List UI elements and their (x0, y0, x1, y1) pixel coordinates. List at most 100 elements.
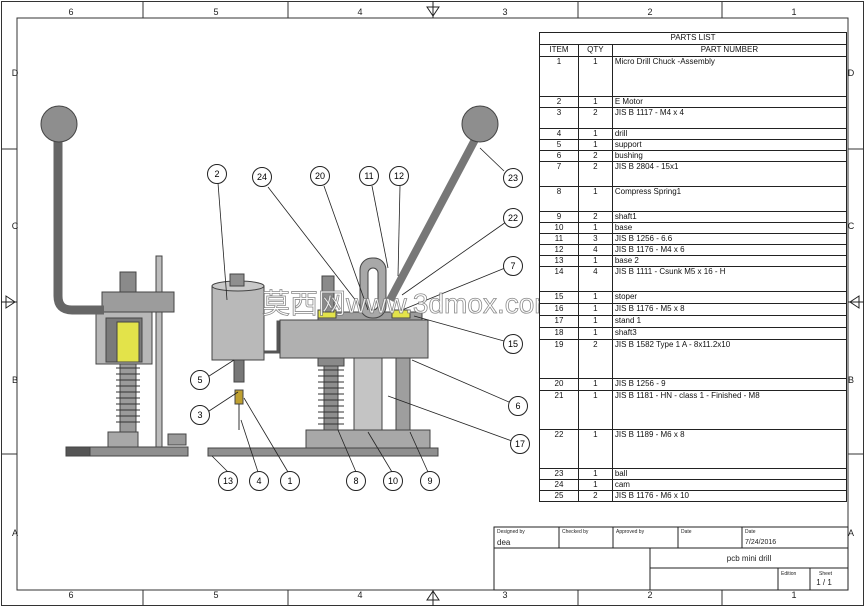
parts-list-item-cell: 22 (539, 429, 579, 469)
parts-list-item-cell: 3 (539, 107, 579, 129)
zone-bottom-1: 1 (791, 590, 796, 600)
balloon-2-label: 2 (214, 169, 219, 179)
balloon-7: 7 (503, 256, 523, 276)
sheet-value: 1 / 1 (816, 578, 832, 587)
balloon-13: 13 (218, 471, 238, 491)
edition-label: Edition (781, 571, 797, 577)
parts-list-qty-cell: 3 (577, 233, 613, 245)
parts-list-part-cell: JIS B 1176 - M6 x 10 (611, 490, 848, 502)
balloons: 2 24 20 11 12 23 22 7 15 6 17 5 3 13 4 1… (190, 164, 530, 491)
parts-list-item-cell: 19 (539, 339, 579, 379)
parts-list-qty-cell: 2 (577, 211, 613, 223)
parts-list-qty-cell: 2 (577, 339, 613, 379)
balloon-15: 15 (503, 334, 523, 354)
parts-list-item-cell: 11 (539, 233, 579, 245)
parts-list-qty-cell: 1 (577, 96, 613, 108)
parts-list-qty-cell: 2 (577, 150, 613, 162)
zone-top-1: 1 (791, 7, 796, 17)
side-view (40, 105, 189, 457)
parts-list-part-cell: stand 1 (611, 315, 848, 328)
zone-right-B: B (848, 375, 854, 385)
zone-top-5: 5 (213, 7, 218, 17)
balloon-11: 11 (359, 166, 379, 186)
balloon-15-label: 15 (508, 339, 518, 349)
parts-list-qty-cell: 2 (577, 490, 613, 502)
zone-left-D: D (12, 68, 19, 78)
balloon-8-label: 8 (353, 476, 358, 486)
header-part-number: PART NUMBER (611, 44, 848, 57)
title-block-frame (493, 526, 849, 591)
parts-list-qty-cell: 1 (577, 186, 613, 212)
balloon-4: 4 (249, 471, 269, 491)
parts-list-part-cell: cam (611, 479, 848, 491)
parts-list-title: PARTS LIST (539, 32, 847, 45)
balloon-23-label: 23 (508, 173, 518, 183)
parts-list-item-cell: 13 (539, 255, 579, 267)
parts-list-qty-cell: 1 (577, 303, 613, 316)
parts-list-item-cell: 25 (539, 490, 579, 502)
balloon-12: 12 (389, 166, 409, 186)
approved-by-label: Approved by (616, 529, 645, 535)
balloon-22: 22 (503, 208, 523, 228)
balloon-23: 23 (503, 168, 523, 188)
parts-list-part-cell: JIS B 1582 Type 1 A - 8x11.2x10 (611, 339, 848, 379)
balloon-9: 9 (420, 471, 440, 491)
balloon-6-label: 6 (515, 401, 520, 411)
balloon-24: 24 (252, 167, 272, 187)
checked-by-label: Checked by (562, 529, 589, 535)
parts-list-part-cell: E Motor (611, 96, 848, 108)
parts-list-part-cell: JIS B 1256 - 6.6 (611, 233, 848, 245)
balloon-8: 8 (346, 471, 366, 491)
parts-list-qty-cell: 1 (577, 56, 613, 97)
parts-list-part-cell: Micro Drill Chuck -Assembly (611, 56, 848, 97)
balloon-10-label: 10 (388, 476, 398, 486)
balloon-5-label: 5 (197, 375, 202, 385)
leader-lines (205, 147, 513, 473)
parts-list-part-cell: JIS B 1111 - Csunk M5 x 16 - H (611, 266, 848, 292)
parts-list-qty-cell: 1 (577, 139, 613, 151)
parts-list-item-cell: 20 (539, 378, 579, 391)
parts-list-part-cell: JIS B 1256 - 9 (611, 378, 848, 391)
balloon-13-label: 13 (223, 476, 233, 486)
parts-list-item-cell: 2 (539, 96, 579, 108)
zone-bottom-3: 3 (502, 590, 507, 600)
zone-bottom-6: 6 (68, 590, 73, 600)
parts-list-item-cell: 5 (539, 139, 579, 151)
zone-bottom-5: 5 (213, 590, 218, 600)
balloon-9-label: 9 (427, 476, 432, 486)
balloon-3: 3 (190, 405, 210, 425)
front-view (207, 105, 499, 457)
parts-list-item-cell: 24 (539, 479, 579, 491)
parts-list-qty-cell: 1 (577, 315, 613, 328)
parts-list-title-row: PARTS LIST (539, 32, 847, 45)
balloon-5: 5 (190, 370, 210, 390)
parts-list-item-cell: 21 (539, 390, 579, 430)
parts-list-part-cell: stoper (611, 291, 848, 304)
zone-top-4: 4 (357, 7, 362, 17)
balloon-11-label: 11 (364, 171, 373, 181)
parts-list-item-cell: 6 (539, 150, 579, 162)
date-value: 7/24/2016 (745, 539, 776, 546)
parts-list-qty-cell: 1 (577, 378, 613, 391)
parts-list-qty-cell: 1 (577, 291, 613, 304)
parts-list-part-cell: base 2 (611, 255, 848, 267)
parts-list-qty-cell: 4 (577, 266, 613, 292)
zone-right-A: A (848, 528, 854, 538)
parts-list-qty-cell: 2 (577, 161, 613, 187)
